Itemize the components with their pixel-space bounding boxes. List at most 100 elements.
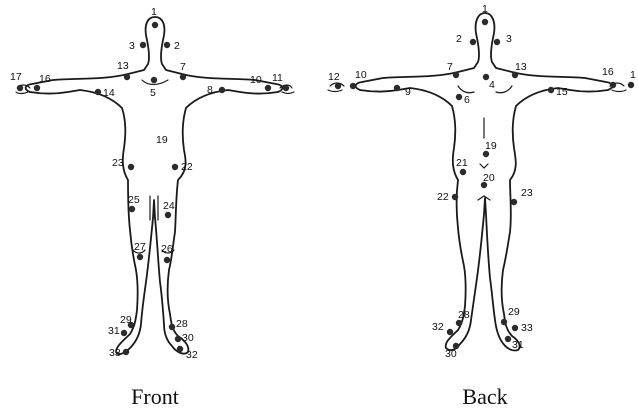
front-point-28 (169, 324, 175, 330)
front-figure: 1 2 3 5 7 8 10 11 13 14 16 17 19 22 23 2… (10, 6, 294, 409)
back-point-2 (470, 39, 476, 45)
front-point-22 (172, 164, 178, 170)
front-point-25 (129, 206, 135, 212)
back-label-9: 9 (405, 86, 411, 98)
front-point-33 (123, 349, 129, 355)
back-label-3: 3 (506, 33, 512, 45)
back-point-15 (548, 87, 554, 93)
back-point-18 (628, 82, 634, 88)
front-point-16 (34, 85, 40, 91)
back-point-16 (610, 82, 616, 88)
front-label-13: 13 (117, 60, 129, 72)
back-label-22: 22 (437, 191, 449, 203)
front-point-11 (283, 85, 289, 91)
front-label-27: 27 (134, 241, 146, 253)
back-point-31 (505, 336, 511, 342)
back-label-6: 6 (464, 94, 470, 106)
front-label-19: 19 (156, 134, 168, 146)
front-label-16: 16 (39, 73, 51, 85)
back-point-12 (335, 83, 341, 89)
back-label-20: 20 (483, 172, 495, 184)
front-point-14 (95, 89, 101, 95)
back-point-29 (501, 319, 507, 325)
back-figure: 1 2 3 4 6 7 9 10 12 13 15 16 1 19 20 21 … (328, 3, 636, 409)
front-label-11: 11 (272, 72, 283, 84)
back-point-33 (512, 325, 518, 331)
back-point-3 (494, 39, 500, 45)
front-point-31 (121, 330, 127, 336)
back-point-23 (511, 199, 517, 205)
back-label-16: 16 (602, 66, 614, 78)
back-label-29: 29 (508, 306, 520, 318)
front-label-17: 17 (10, 71, 22, 83)
front-point-27 (137, 254, 143, 260)
front-point-26 (164, 257, 170, 263)
back-shoulder-right (496, 86, 512, 93)
front-label-30: 30 (182, 332, 194, 344)
front-caption: Front (131, 384, 179, 409)
front-label-26: 26 (161, 243, 173, 255)
front-label-22: 22 (181, 161, 193, 173)
back-label-21: 21 (456, 157, 468, 169)
front-point-24 (165, 212, 171, 218)
back-label-19: 19 (485, 140, 497, 152)
front-point-3 (140, 42, 146, 48)
front-point-5 (151, 77, 157, 83)
back-label-13: 13 (515, 61, 527, 73)
front-point-23 (128, 164, 134, 170)
back-point-22 (452, 194, 458, 200)
front-label-3: 3 (129, 40, 135, 52)
back-shoulder-left (458, 86, 474, 93)
back-label-28: 28 (458, 309, 470, 321)
back-label-4: 4 (489, 79, 495, 91)
front-label-8: 8 (207, 84, 213, 96)
back-point-1 (482, 19, 488, 25)
front-label-24: 24 (163, 200, 175, 212)
front-label-31: 31 (108, 325, 120, 337)
front-point-13 (124, 74, 130, 80)
front-point-17 (17, 85, 23, 91)
front-point-30 (175, 336, 181, 342)
back-point-21 (460, 169, 466, 175)
back-label-12: 12 (328, 71, 340, 83)
front-point-32 (177, 346, 183, 352)
front-point-2 (164, 42, 170, 48)
back-point-10 (350, 83, 356, 89)
front-label-29: 29 (120, 314, 132, 326)
front-label-7: 7 (180, 61, 186, 73)
back-label-23: 23 (521, 187, 533, 199)
back-label-33: 33 (521, 322, 533, 334)
back-label-2: 2 (456, 33, 462, 45)
front-label-25: 25 (128, 194, 140, 206)
back-point-32 (447, 329, 453, 335)
front-point-10 (265, 85, 271, 91)
back-caption: Back (462, 384, 507, 409)
back-point-9 (394, 85, 400, 91)
back-label-7: 7 (447, 61, 453, 73)
back-label-30: 30 (445, 348, 457, 360)
back-point-7 (453, 72, 459, 78)
back-point-6 (456, 94, 462, 100)
front-label-5: 5 (150, 87, 156, 99)
front-label-14: 14 (103, 87, 115, 99)
front-label-1: 1 (151, 6, 157, 18)
front-label-33: 33 (109, 347, 121, 359)
front-label-23: 23 (112, 157, 124, 169)
front-body-outline (26, 17, 283, 354)
front-point-8 (219, 87, 225, 93)
back-buttock-line (478, 196, 490, 200)
front-point-7 (180, 74, 186, 80)
front-label-32: 32 (186, 349, 198, 361)
front-label-10: 10 (250, 74, 262, 86)
back-label-1: 1 (482, 3, 488, 15)
back-label-edge: 1 (630, 69, 636, 81)
back-label-10: 10 (355, 69, 367, 81)
front-label-28: 28 (176, 318, 188, 330)
back-label-32: 32 (432, 321, 444, 333)
back-sacrum-mark (480, 164, 488, 168)
back-label-31: 31 (512, 339, 524, 351)
back-label-15: 15 (556, 86, 568, 98)
front-point-1 (152, 22, 158, 28)
front-label-2: 2 (174, 40, 180, 52)
